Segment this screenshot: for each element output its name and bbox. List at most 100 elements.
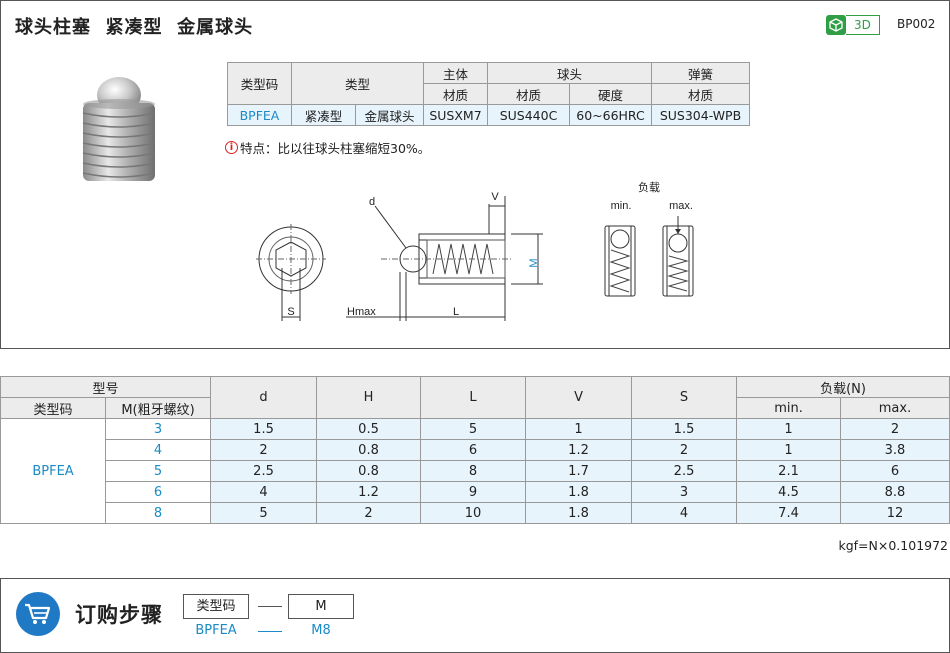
spec-header-spring: 弹簧 <box>651 62 750 84</box>
dimension-table: 型号 d H L V S 负载(N) 类型码 M(粗牙螺纹) min. max.… <box>0 376 950 524</box>
spec-ball-material: SUS440C <box>487 104 570 126</box>
shopping-cart-icon <box>16 592 60 636</box>
dim-header-load: 负载(N) <box>736 376 950 398</box>
dim-cell-d: 2 <box>210 439 318 461</box>
dim-label-d: d <box>369 196 375 208</box>
dim-header-thread: M(粗牙螺纹) <box>104 397 212 419</box>
load-label: 负载 <box>638 180 660 194</box>
page-title: 球头柱塞 紧凑型 金属球头 <box>15 17 254 38</box>
conversion-note: kgf=N×0.101972 <box>838 538 948 553</box>
dim-cell-s: 3 <box>631 481 738 503</box>
spec-type-b: 金属球头 <box>355 104 424 126</box>
dim-cell-s: 2.5 <box>631 460 738 482</box>
dim-header-l: L <box>420 376 527 419</box>
cube-3d-icon <box>826 15 846 35</box>
spec-header-main-material: 材质 <box>423 83 488 105</box>
dim-cell-max: 12 <box>840 502 950 524</box>
dim-cell-d: 4 <box>210 481 318 503</box>
spec-main-material: SUSXM7 <box>423 104 488 126</box>
dim-cell-h: 0.5 <box>316 418 422 440</box>
spec-header-main: 主体 <box>423 62 488 84</box>
dim-cell-min: 1 <box>736 418 842 440</box>
dim-cell-min: 7.4 <box>736 502 842 524</box>
dim-cell-h: 1.2 <box>316 481 422 503</box>
order-connector <box>258 606 282 607</box>
dim-cell-l: 5 <box>420 418 527 440</box>
dim-cell-v: 1 <box>525 418 633 440</box>
dim-cell-max: 6 <box>840 460 950 482</box>
dim-cell-h: 2 <box>316 502 422 524</box>
dim-cell-l: 8 <box>420 460 527 482</box>
dim-header-h: H <box>316 376 422 419</box>
order-panel: 订购步骤 类型码 M BPFEA M8 <box>0 578 950 653</box>
dim-cell-s: 1.5 <box>631 418 738 440</box>
dim-type-code: BPFEA <box>0 418 106 524</box>
spec-spring-material: SUS304-WPB <box>651 104 750 126</box>
order-box-type-code: 类型码 <box>183 594 249 619</box>
product-photo <box>82 77 156 181</box>
dim-cell-max: 8.8 <box>840 481 950 503</box>
feature-note-text: 特点：比以往球头柱塞缩短30%。 <box>240 141 431 156</box>
spec-header-ball-material: 材质 <box>487 83 570 105</box>
product-panel: 球头柱塞 紧凑型 金属球头 3D BP002 <box>0 0 950 349</box>
dim-cell-s: 4 <box>631 502 738 524</box>
dim-cell-m: 5 <box>104 460 212 482</box>
spec-type-code: BPFEA <box>227 104 292 126</box>
dim-header-v: V <box>525 376 633 419</box>
order-value-m: M8 <box>311 623 331 638</box>
dim-cell-min: 1 <box>736 439 842 461</box>
3d-button[interactable]: 3D <box>826 15 880 35</box>
dim-cell-l: 9 <box>420 481 527 503</box>
dim-cell-h: 0.8 <box>316 460 422 482</box>
spec-header-ball-hardness: 硬度 <box>569 83 652 105</box>
dim-cell-l: 10 <box>420 502 527 524</box>
dim-cell-m: 3 <box>104 418 212 440</box>
spec-ball-hardness: 60~66HRC <box>569 104 652 126</box>
dim-cell-max: 3.8 <box>840 439 950 461</box>
order-value-type-code: BPFEA <box>195 623 237 638</box>
dim-header-min: min. <box>736 397 842 419</box>
dim-label-v: V <box>491 191 499 203</box>
order-steps-title: 订购步骤 <box>75 603 163 627</box>
spec-type-a: 紧凑型 <box>291 104 356 126</box>
product-code: BP002 <box>897 17 936 31</box>
dim-cell-s: 2 <box>631 439 738 461</box>
load-min-label: min. <box>611 200 632 212</box>
dim-header-s: S <box>631 376 738 419</box>
dim-header-model: 型号 <box>0 376 212 398</box>
spec-header-type: 类型 <box>291 62 424 105</box>
info-icon: i <box>225 141 238 154</box>
order-value-connector <box>258 631 282 632</box>
dim-cell-d: 1.5 <box>210 418 318 440</box>
dim-cell-v: 1.8 <box>525 502 633 524</box>
dim-label-m: M <box>528 258 540 267</box>
dim-cell-l: 6 <box>420 439 527 461</box>
dim-cell-h: 0.8 <box>316 439 422 461</box>
3d-label: 3D <box>846 15 880 35</box>
dim-cell-v: 1.8 <box>525 481 633 503</box>
feature-note: i 特点：比以往球头柱塞缩短30%。 <box>225 138 430 157</box>
dim-cell-m: 6 <box>104 481 212 503</box>
dim-cell-max: 2 <box>840 418 950 440</box>
dim-header-max: max. <box>840 397 950 419</box>
dim-header-d: d <box>210 376 318 419</box>
load-max-label: max. <box>669 200 693 212</box>
technical-drawing: d V M S Hmax L 负载 min. max. <box>256 180 694 321</box>
dim-cell-m: 8 <box>104 502 212 524</box>
dim-cell-min: 2.1 <box>736 460 842 482</box>
dim-cell-v: 1.2 <box>525 439 633 461</box>
dim-cell-d: 5 <box>210 502 318 524</box>
spec-header-spring-material: 材质 <box>651 83 750 105</box>
spec-header-type-code: 类型码 <box>227 62 292 105</box>
dim-header-type-code: 类型码 <box>0 397 106 419</box>
dim-label-l: L <box>453 306 459 318</box>
dim-cell-min: 4.5 <box>736 481 842 503</box>
spec-header-ball: 球头 <box>487 62 652 84</box>
dim-cell-d: 2.5 <box>210 460 318 482</box>
spec-table: 类型码 类型 主体 球头 弹簧 材质 材质 硬度 材质 BPFEA 紧凑型 金属… <box>227 62 750 126</box>
